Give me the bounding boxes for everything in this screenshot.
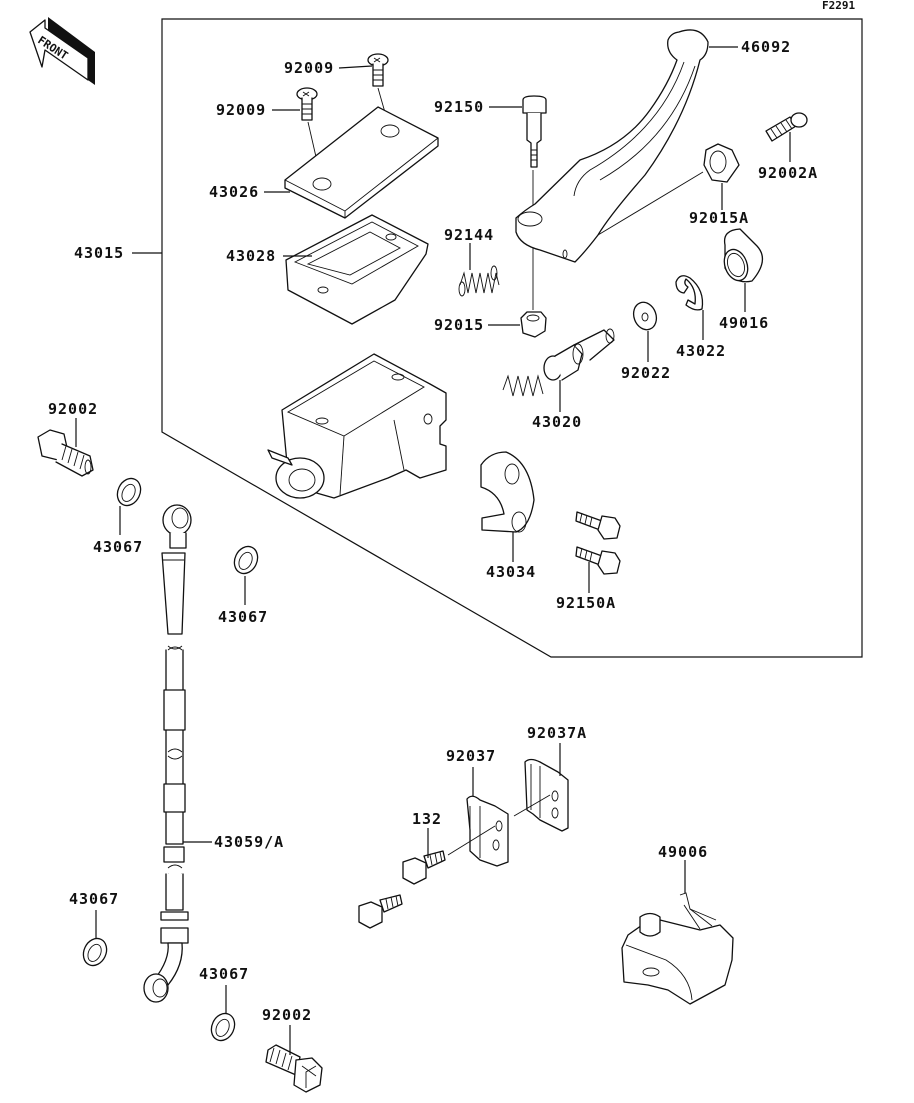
- figure-id: F2291: [822, 0, 855, 12]
- clamp-bolt-92150A-2: [575, 546, 621, 575]
- label-43020[interactable]: 43020: [532, 413, 582, 431]
- pivot-bolt-92150: [522, 95, 547, 310]
- label-92150[interactable]: 92150: [434, 98, 484, 116]
- nut-92015: [520, 311, 547, 338]
- bracket-92037A: [524, 758, 569, 832]
- spring-92144: [458, 265, 500, 297]
- bracket-bolt-132-1: [402, 850, 446, 885]
- label-92144[interactable]: 92144: [444, 226, 494, 244]
- circlip-43022: [675, 275, 704, 311]
- reservoir-cap-43026: [284, 106, 439, 219]
- screw-92009-top: [367, 53, 391, 131]
- washer-92022: [632, 301, 658, 331]
- front-arrow-icon: FRONT: [29, 17, 95, 85]
- label-132[interactable]: 132: [412, 810, 442, 828]
- brake-switch-49006: [621, 892, 734, 1005]
- label-92002A[interactable]: 92002A: [758, 164, 818, 182]
- banjo-bolt-92002-bottom: [265, 1044, 323, 1093]
- label-43022[interactable]: 43022: [676, 342, 726, 360]
- label-43015[interactable]: 43015: [74, 244, 124, 262]
- label-92002-top[interactable]: 92002: [48, 400, 98, 418]
- label-43067-2[interactable]: 43067: [218, 608, 268, 626]
- clamp-bolt-92150A-1: [575, 511, 621, 540]
- label-92009-left[interactable]: 92009: [216, 101, 266, 119]
- label-46092[interactable]: 46092: [741, 38, 791, 56]
- bolt-92002A: [765, 112, 808, 142]
- label-43028[interactable]: 43028: [226, 247, 276, 265]
- gasket-43067-2: [233, 545, 259, 575]
- nut-92015A: [703, 143, 740, 183]
- brake-hose-43059A: [143, 504, 192, 1003]
- label-92037A[interactable]: 92037A: [527, 724, 587, 742]
- assembly-boundary: [161, 18, 863, 658]
- label-43059A[interactable]: 43059/A: [214, 833, 284, 851]
- piston-kit-43020: [502, 328, 615, 397]
- gasket-43067-1: [116, 477, 142, 507]
- banjo-bolt-92002-top: [37, 429, 94, 477]
- brake-lever-46092: [515, 29, 709, 263]
- label-92002-bottom[interactable]: 92002: [262, 1006, 312, 1024]
- label-49016[interactable]: 49016: [719, 314, 769, 332]
- label-92009-top[interactable]: 92009: [284, 59, 334, 77]
- label-43067-4[interactable]: 43067: [199, 965, 249, 983]
- gasket-43067-3: [82, 937, 108, 967]
- label-92037[interactable]: 92037: [446, 747, 496, 765]
- clamp-43034: [480, 451, 535, 533]
- label-49006[interactable]: 49006: [658, 843, 708, 861]
- label-43026[interactable]: 43026: [209, 183, 259, 201]
- label-43067-3[interactable]: 43067: [69, 890, 119, 908]
- master-cylinder-body: [267, 353, 447, 499]
- boot-49016: [723, 228, 764, 283]
- label-92150A[interactable]: 92150A: [556, 594, 616, 612]
- label-92015A[interactable]: 92015A: [689, 209, 749, 227]
- label-92022[interactable]: 92022: [621, 364, 671, 382]
- label-43034[interactable]: 43034: [486, 563, 536, 581]
- bracket-bolt-132-2: [358, 894, 403, 929]
- gasket-43067-4: [210, 1012, 236, 1042]
- label-92015[interactable]: 92015: [434, 316, 484, 334]
- label-43067-1[interactable]: 43067: [93, 538, 143, 556]
- diaphragm-43028: [285, 214, 429, 325]
